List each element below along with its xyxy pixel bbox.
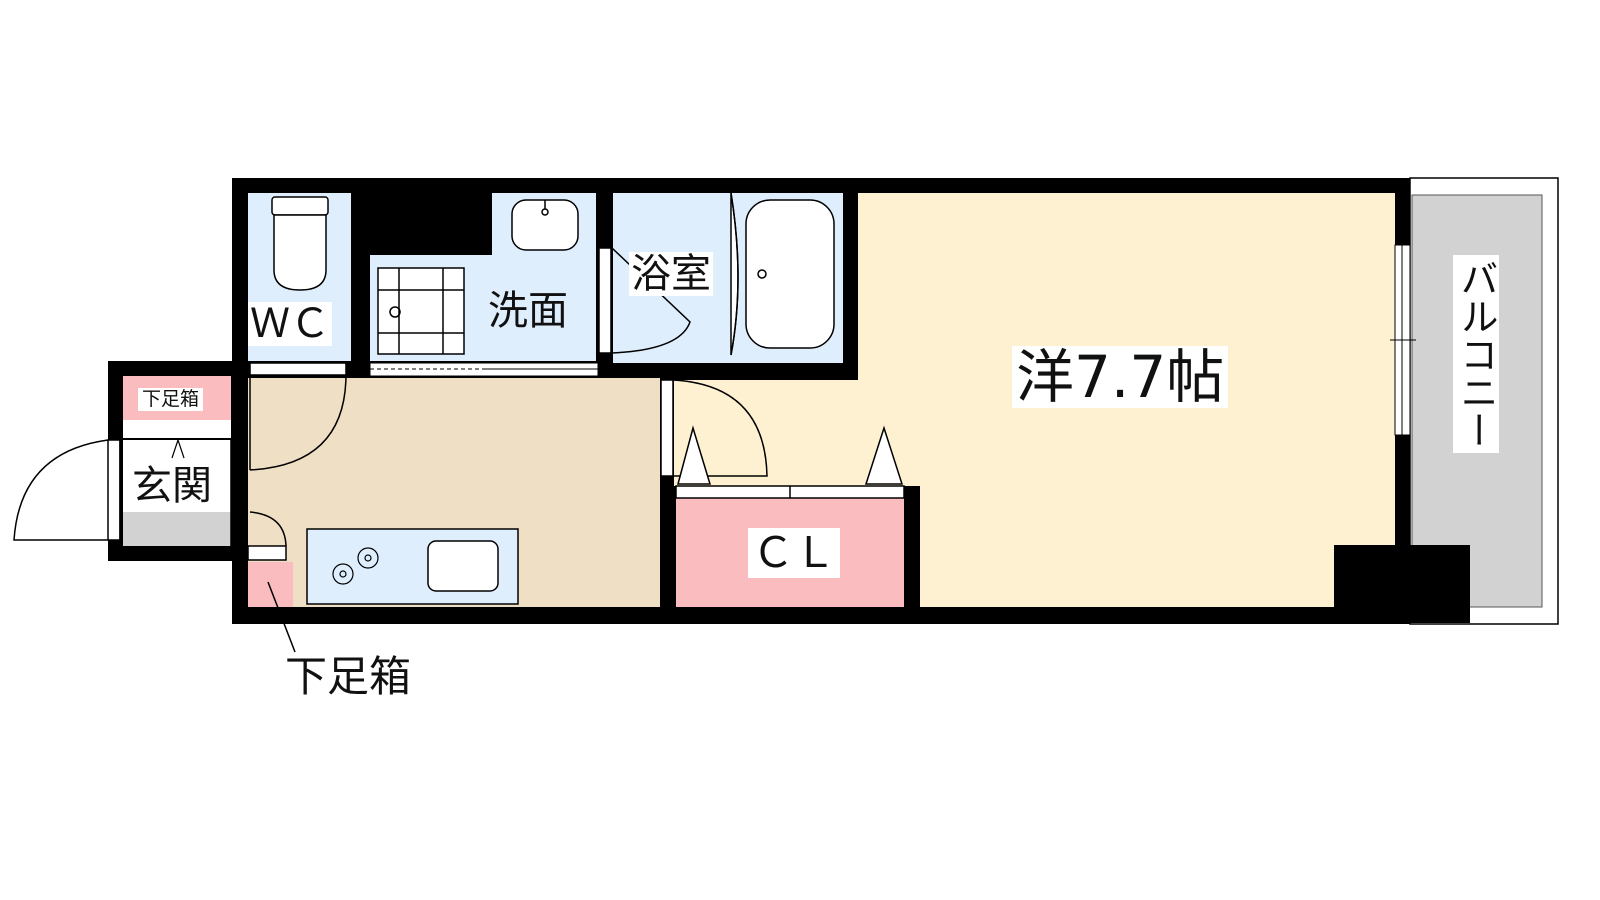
shoe-box-leader <box>267 581 296 653</box>
shoe-box-label: 下足箱 <box>285 652 412 701</box>
washroom-label: 洗面 <box>488 288 568 334</box>
entrance-white-band <box>123 420 231 438</box>
balcony-window <box>1390 244 1416 436</box>
wc-label: ＷＣ <box>248 301 332 347</box>
shoe-box-small-label: 下足箱 <box>138 388 204 411</box>
closet-doors <box>675 425 905 499</box>
sink-icon <box>511 199 579 251</box>
entrance-step-mark <box>171 438 185 459</box>
wc-door <box>249 362 347 471</box>
balcony-label: バルコニー <box>1453 255 1499 453</box>
kitchen-counter <box>306 528 519 605</box>
closet-label: ＣＬ <box>748 528 841 578</box>
western-room-label: 洋7.7帖 <box>1012 346 1229 408</box>
bathroom-door <box>598 247 691 354</box>
room-door <box>660 379 768 477</box>
bathroom-label: 浴室 <box>629 251 713 297</box>
entrance-label: 玄関 <box>130 463 214 509</box>
washing-machine-icon <box>377 267 465 355</box>
toilet-icon <box>271 196 329 291</box>
washroom-sliding-door <box>369 362 599 377</box>
entrance-door <box>13 439 241 546</box>
bathtub-icon <box>730 192 835 356</box>
balcony-label-text: バルコニー <box>1454 259 1498 449</box>
shoe-box-bottom <box>248 562 293 607</box>
shoe-box-door <box>247 511 287 561</box>
stove-icon <box>332 547 379 585</box>
